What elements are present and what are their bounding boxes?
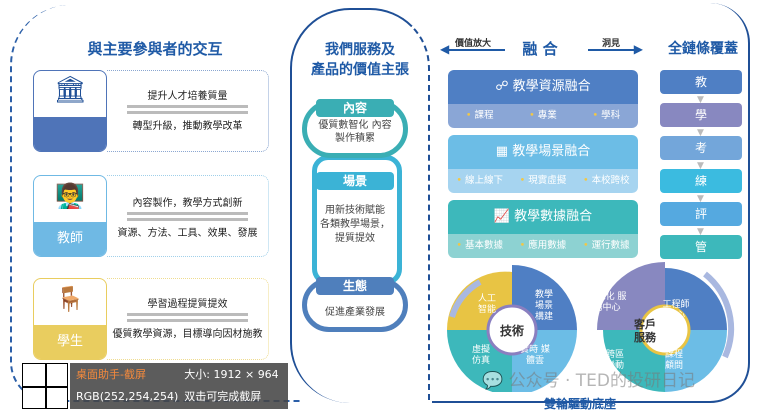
- segment-simulation: 虛擬 仿真: [471, 345, 490, 366]
- row-school: 🏛 提升人才培養質量 轉型升級，推動教學改革: [33, 70, 269, 152]
- fusion-title: 融 合: [522, 40, 558, 58]
- value-content: 內容 優質數智化 內容製作積累: [302, 99, 408, 158]
- tech-wheel: [446, 265, 577, 392]
- value-scene: 場景 用新技術賦能 各類教學場景， 提質提效: [302, 172, 408, 246]
- row-bottom-text: 轉型升級，推動教學改革: [132, 121, 243, 132]
- row-label: 學生: [34, 325, 106, 359]
- tech-center-label: 技術: [499, 324, 524, 338]
- left-title: 與主要參與者的交互: [87, 40, 223, 58]
- arrow-left-icon: ◀: [440, 42, 505, 56]
- row-label: [34, 117, 106, 151]
- teacher-icon: 👨‍🏫: [55, 182, 85, 210]
- service-wheel: [597, 262, 734, 392]
- row-bottom-text: 資源、方法、工具、效果、發展: [117, 228, 258, 239]
- service-center-label: 客戶 服務: [634, 318, 656, 344]
- row-student: 🪑 學生 學習過程提質提效 優質教學資源，目標導向因材施教: [33, 278, 269, 360]
- overlay-title: 桌面助手-截屏: [76, 368, 146, 381]
- block-scene-fusion: ▦ 教學場景融合 線上線下現實虛擬本校跨校: [448, 135, 638, 193]
- chain-step: 管: [660, 235, 742, 259]
- value-ecosystem: 生態 促進產業發展: [302, 277, 408, 332]
- segment-realtime-cloud: 實時 媒體雲: [520, 345, 550, 366]
- chain-step: 考: [660, 136, 742, 160]
- grid-shapes-icon: ▦: [495, 144, 513, 159]
- segment-scene-build: 教學 場景 構建: [534, 290, 553, 322]
- arrow-down-icon: ▼: [697, 95, 704, 105]
- row-top-text: 學習過程提質提效: [147, 299, 228, 310]
- segment-course-consultant: 課程 顧問: [664, 350, 683, 371]
- row-top-text: 提升人才培養質量: [147, 91, 228, 102]
- chart-growth-icon: 📈: [493, 209, 515, 224]
- screenshot-tool-overlay: 桌面助手-截屏 大小: 1912 × 964 RGB(252,254,254) …: [70, 363, 288, 409]
- row-bottom-text: 優質教學資源，目標導向因材施教: [112, 329, 263, 340]
- wheel-footer-title: 雙輪驅動底座: [543, 397, 616, 411]
- school-building-icon: 🏛: [53, 75, 87, 105]
- arrow-down-icon: ▼: [697, 227, 704, 237]
- block-resource-fusion: ☍ 教學資源融合 課程專業學科: [448, 70, 638, 128]
- arrow-down-icon: ▼: [697, 194, 704, 204]
- chain-step: 教: [660, 70, 742, 94]
- segment-engineer: 工程師 匠心: [662, 300, 690, 321]
- row-label: 教師: [34, 222, 106, 256]
- share-nodes-icon: ☍: [495, 79, 513, 94]
- arrow-down-icon: ▼: [697, 128, 704, 138]
- chain-step: 評: [660, 202, 742, 226]
- segment-local-service: 本地化 服務中心: [587, 292, 627, 313]
- middle-title: 我們服務及產品的價值主張: [311, 42, 409, 78]
- row-teacher: 👨‍🏫 教師 內容製作，教學方式創新 資源、方法、工具、效果、發展: [33, 175, 269, 257]
- insight-label: 洞見: [602, 39, 621, 49]
- chain-title: 全鏈條覆蓋: [668, 41, 738, 57]
- chain-step: 練: [660, 169, 742, 193]
- overlay-hint: 双击可完成截屏: [184, 390, 262, 403]
- overlay-size: 大小: 1912 × 964: [184, 368, 279, 381]
- arrow-right-icon: ▶: [588, 42, 643, 56]
- arrow-down-icon: ▼: [697, 161, 704, 171]
- row-top-text: 內容製作，教學方式創新: [132, 198, 243, 209]
- watermark: 💬 公众号 · TED的投研日记: [482, 371, 696, 391]
- magnifier-crosshair: [22, 363, 68, 409]
- wechat-icon: 💬: [482, 371, 504, 391]
- student-desk-icon: 🪑: [55, 285, 85, 313]
- right-panel: [432, 3, 750, 403]
- segment-cross-region: 跨區 聯動: [605, 350, 624, 371]
- middle-panel: [290, 8, 430, 403]
- block-data-fusion: 📈 教學數據融合 基本數據應用數據運行數據: [448, 200, 638, 258]
- segment-ai: 人工 智能: [477, 294, 496, 315]
- overlay-rgb: RGB(252,254,254): [76, 390, 179, 403]
- dual-wheel-diagram: [446, 262, 734, 392]
- chain-step: 學: [660, 103, 742, 127]
- value-amplify-label: 價值放大: [455, 39, 492, 49]
